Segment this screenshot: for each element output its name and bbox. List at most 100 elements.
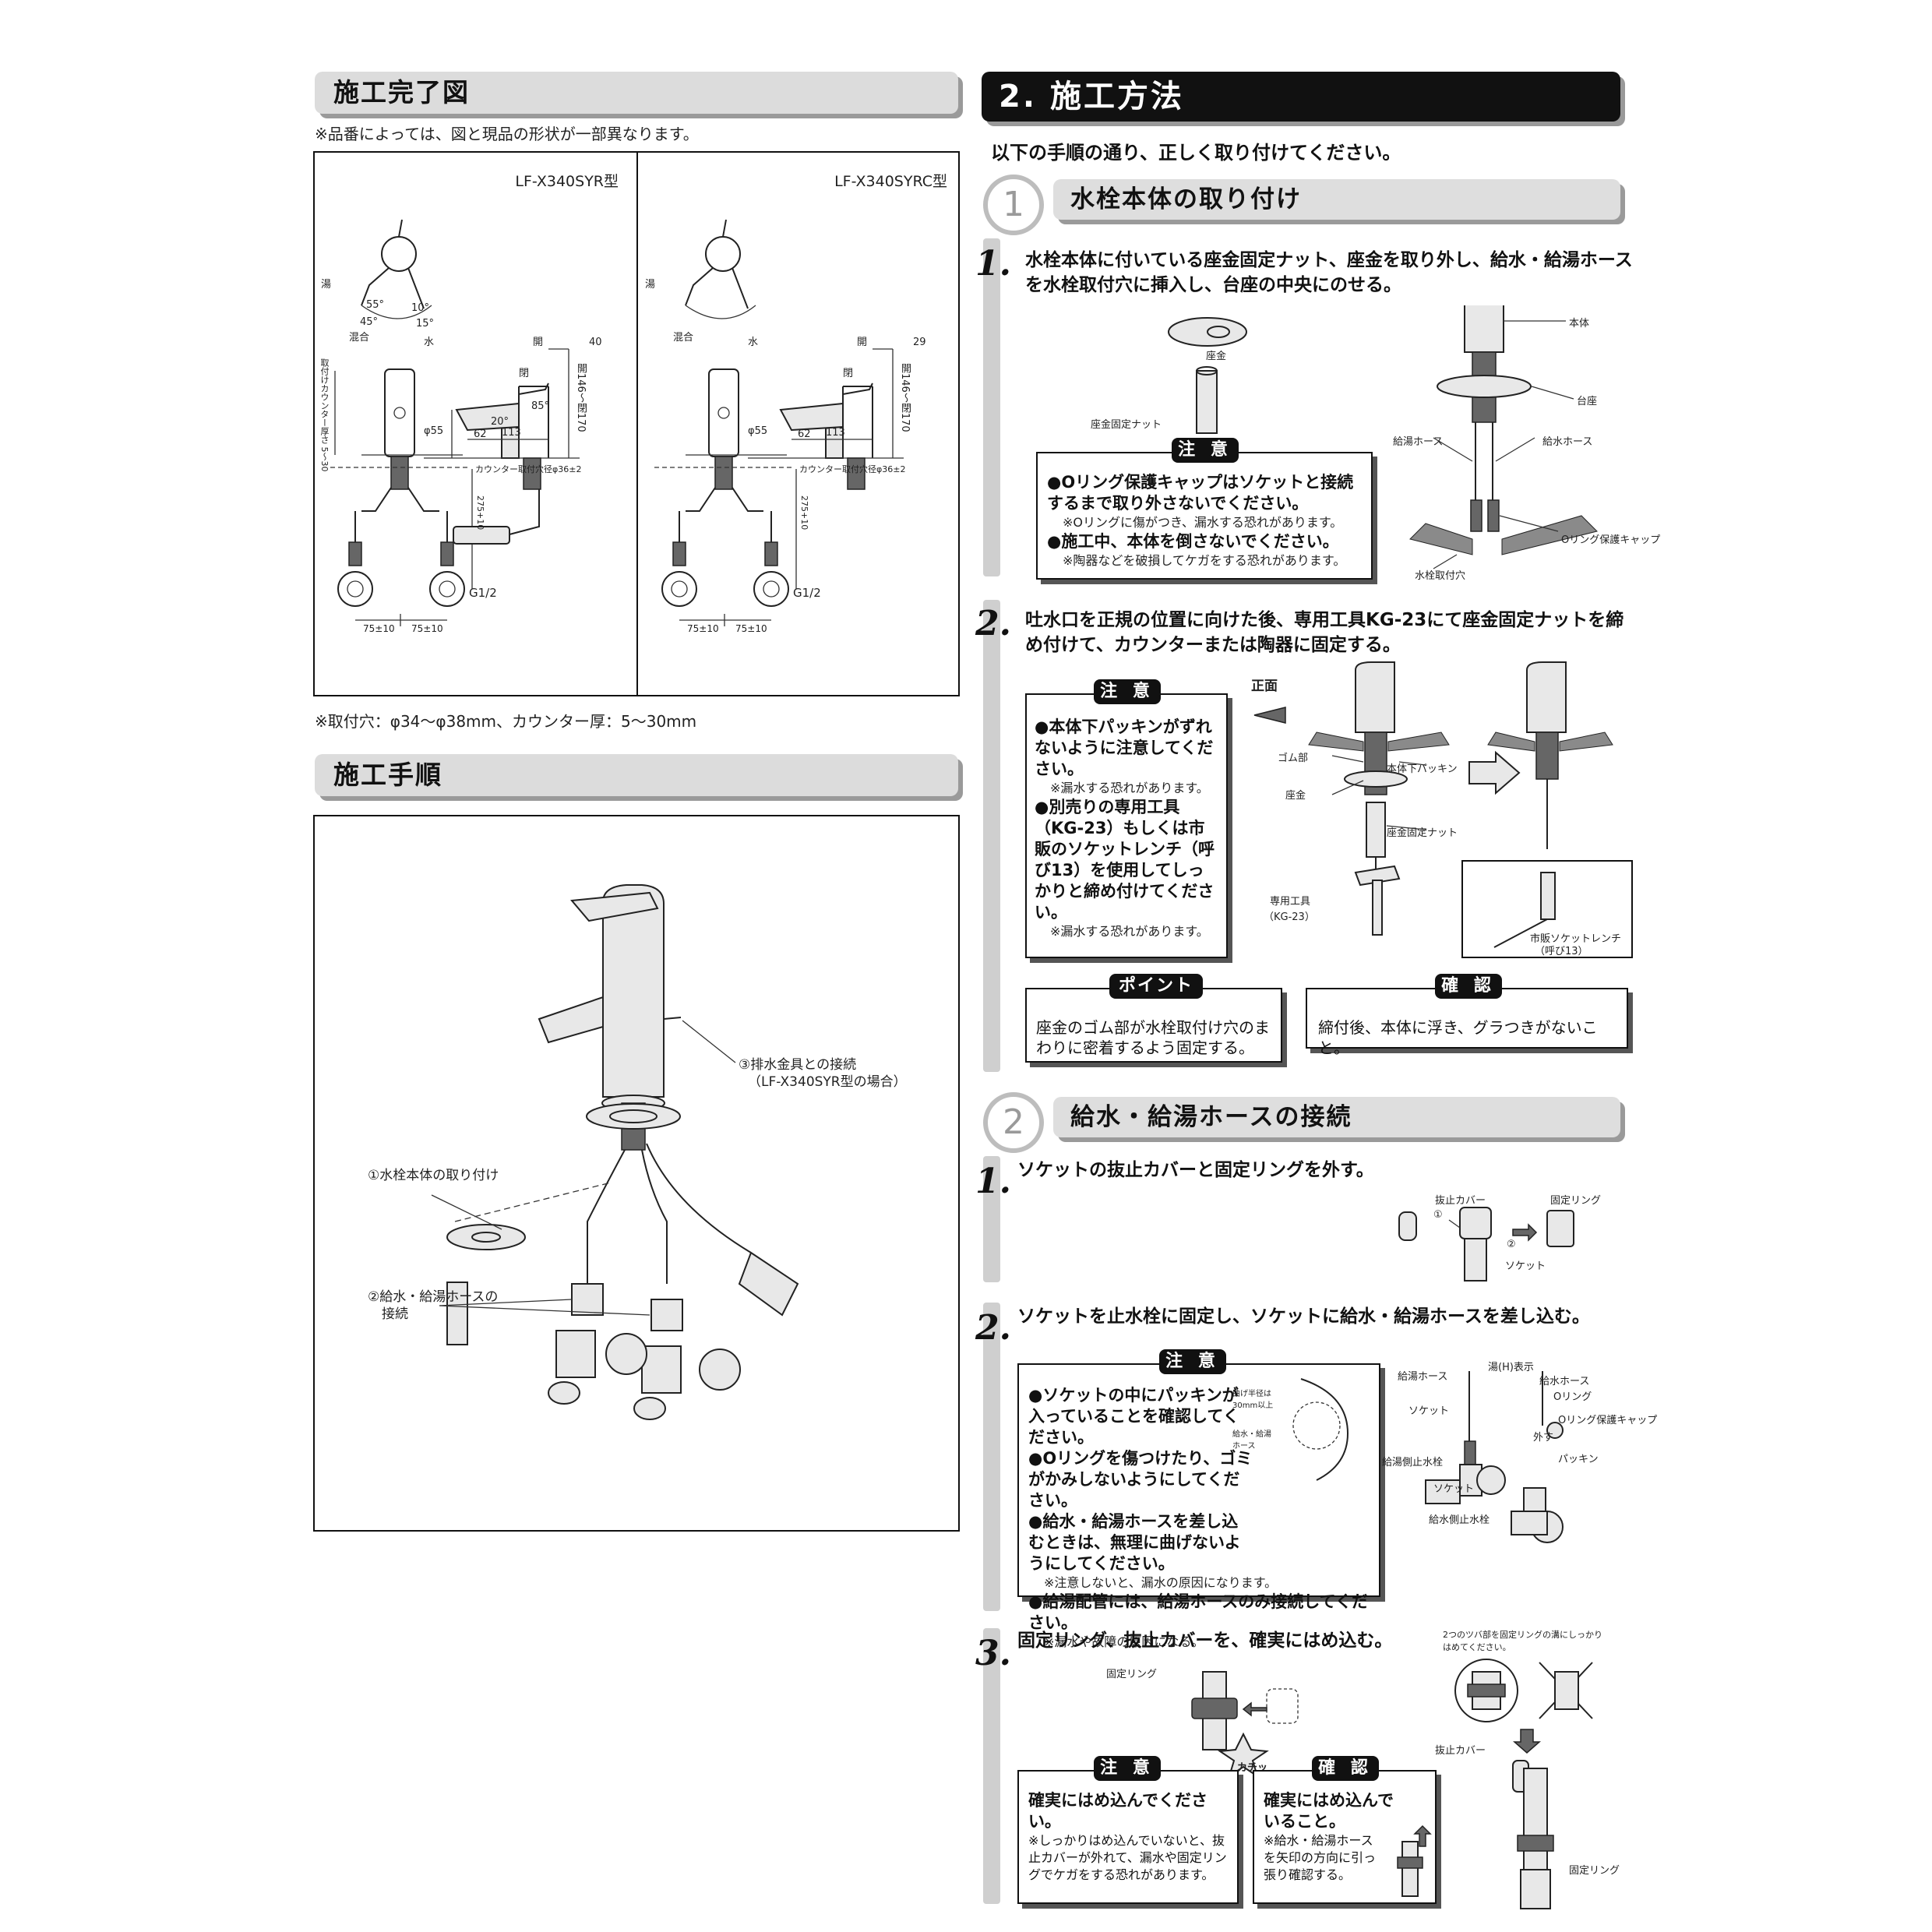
- sec2-bend-diagram: [1292, 1378, 1349, 1481]
- sec1-caution2-title: 注 意: [1094, 679, 1161, 704]
- sec2-step3-text: 固定リング、抜止カバーを、確実にはめ込む。: [1017, 1631, 1393, 1651]
- point-box: 座金のゴム部が水栓取付け穴のまわりに密着するよう固定する。: [1025, 988, 1282, 1063]
- dim-55-a: 55°: [366, 299, 385, 311]
- sec2-step3-check-diagram: [1454, 1659, 1593, 1909]
- completion-drawing: LF-X340SYR型 LF-X340SYRC型: [313, 151, 960, 696]
- sec1-tool-code-label: （KG-23）: [1264, 911, 1315, 923]
- callout-drain: ③排水金具との接続: [739, 1057, 857, 1073]
- sec1-caution1-item1: ●Oリング保護キャップはソケットと接続するまで取り外さないでください。: [1047, 473, 1354, 513]
- sec1-cold-hose-label: 給水ホース: [1542, 436, 1593, 448]
- sec2-check3-title: 確 認: [1312, 1756, 1379, 1781]
- completion-title: 施工完了図: [315, 72, 958, 114]
- sec2-oring-cap-label: Oリング保護キャップ: [1558, 1415, 1658, 1426]
- dim-75-b2: 75±10: [735, 623, 767, 634]
- sec1-nut-label: 座金固定ナット: [1091, 419, 1162, 431]
- wrench-inset: 市販ソケットレンチ （呼び13）: [1461, 860, 1633, 958]
- dim-85-a: 85°: [531, 400, 550, 412]
- sec1-caution1-item2: ●施工中、本体を倒さないでください。: [1047, 532, 1339, 551]
- dim-40: 40: [589, 337, 602, 348]
- sec2-step2-valve-diagram: [1425, 1371, 1564, 1543]
- section1-title: 水栓本体の取り付け: [1053, 179, 1620, 220]
- sec2-caution-item3: ●給水・給湯ホースを差し込むときは、無理に曲げないようにしてください。: [1028, 1512, 1241, 1573]
- sec1-washer2-label: 座金: [1285, 790, 1306, 802]
- exploded-faucet-diagram: [431, 884, 799, 1420]
- sec2-hot-hose-label: 給湯ホース: [1398, 1371, 1448, 1383]
- dim-45-a: 45°: [360, 316, 379, 328]
- procedure-title: 施工手順: [315, 754, 958, 796]
- sec2-cold-hose-label: 給水ホース: [1539, 1376, 1590, 1387]
- sec1-tool-label: 専用工具: [1270, 896, 1311, 908]
- dim-mix-a: 混合: [349, 332, 370, 344]
- sec2-caution3-box: 確実にはめ込んでください。 ※しっかりはめ込んでいないと、抜止カバーが外れて、漏…: [1017, 1770, 1239, 1904]
- check-title: 確 認: [1435, 974, 1502, 999]
- completion-note: ※品番によっては、図と現品の形状が一部異なります。: [315, 125, 699, 143]
- sec2-ring3-label: 固定リング: [1106, 1669, 1158, 1680]
- sec1-packing-label: 本体下パッキン: [1387, 763, 1458, 775]
- hole-note: ※取付穴：φ34〜φ38mm、カウンター厚：5〜30mm: [315, 712, 697, 731]
- sec1-step1-num: 1.: [975, 244, 1011, 284]
- section2-number: 2: [983, 1092, 1044, 1153]
- sec2-bend-note: 曲げ半径は30mm以上: [1232, 1390, 1274, 1410]
- callout-drain-sub: （LF-X340SYR型の場合）: [748, 1074, 907, 1090]
- dim-62-a: 62: [474, 428, 487, 440]
- procedure-drawing: ③排水金具との接続 （LF-X340SYR型の場合） ①水栓本体の取り付け ②給…: [313, 815, 960, 1532]
- dim-20-a: 20°: [491, 416, 509, 428]
- sec1-body-label: 本体: [1569, 318, 1590, 330]
- dim-close-b: 閉: [843, 368, 854, 379]
- sec2-tsuba-note: 2つのツバ部を固定リングの溝にしっかりはめてください。: [1443, 1630, 1602, 1652]
- dim-counter-hole-b: カウンター取付穴径φ36±2: [799, 464, 906, 474]
- dim-75-a1: 75±10: [363, 623, 395, 634]
- sec1-front-label: 正面: [1251, 679, 1278, 694]
- sec1-mount-hole-label: 水栓取付穴: [1415, 570, 1466, 582]
- sec2-caution3-bold: 確実にはめ込んでください。: [1028, 1791, 1208, 1831]
- wrench-size-label: （呼び13）: [1535, 946, 1588, 957]
- sec2-bend-hose: 給水・給湯ホース: [1232, 1430, 1271, 1451]
- sec2-caution-box: ●ソケットの中にパッキンが入っていることを確認してください。 ●Oリングを傷つけ…: [1017, 1363, 1380, 1649]
- dim-cold-a: 水: [424, 337, 435, 348]
- sec2-socket-label-2: ソケット: [1408, 1405, 1450, 1417]
- sec1-caution1-box: ●Oリング保護キャップはソケットと接続するまで取り外さないでください。 ※Oリン…: [1036, 452, 1373, 580]
- sec2-n2-label: ②: [1507, 1239, 1516, 1250]
- socket-wrench-icon: [1493, 872, 1556, 948]
- sec2-check3-sub: ※給水・給湯ホースを矢印の方向に引っ張り確認する。: [1264, 1833, 1377, 1882]
- dim-275-b: 275+10: [799, 495, 809, 531]
- dim-15-a: 15°: [416, 318, 435, 330]
- sec2-step3-num: 3.: [975, 1634, 1011, 1673]
- sec2-check3-box: 確実にはめ込んでいること。 ※給水・給湯ホースを矢印の方向に引っ張り確認する。: [1253, 1770, 1437, 1904]
- sec2-socket-label: ソケット: [1505, 1260, 1546, 1272]
- dim-75-b1: 75±10: [687, 623, 719, 634]
- section2-title: 給水・給湯ホースの接続: [1053, 1097, 1620, 1137]
- section1-bar-2: [983, 600, 1000, 1072]
- point-text: 座金のゴム部が水栓取付け穴のまわりに密着するよう固定する。: [1036, 1018, 1270, 1057]
- model-b-label: LF-X340SYRC型: [834, 173, 947, 190]
- sec1-washer-label: 座金: [1206, 351, 1227, 362]
- sec2-caution3-sub: ※しっかりはめ込んでいないと、抜止カバーが外れて、漏水や固定リングでケガをする恐…: [1028, 1833, 1227, 1882]
- sec2-step2-text: ソケットを止水栓に固定し、ソケットに給水・給湯ホースを差し込む。: [1017, 1306, 1590, 1327]
- sec2-ring3b-label: 固定リング: [1569, 1865, 1620, 1877]
- dim-open-b: 開: [857, 337, 868, 348]
- sec2-hot-mark-label: 湯(H)表示: [1488, 1362, 1534, 1373]
- sec2-n1-label: ①: [1433, 1209, 1443, 1221]
- section1-bar: [983, 238, 1000, 576]
- sec2-packing-label: パッキン: [1558, 1454, 1599, 1465]
- callout-hose-sub: 接続: [382, 1306, 408, 1322]
- sec2-remove-label: 外す: [1533, 1432, 1554, 1444]
- section2-bar-1: [983, 1156, 1000, 1282]
- sec2-step3-ring-diagram: [1191, 1671, 1299, 1779]
- sec2-socket2-label: ソケット: [1433, 1483, 1475, 1495]
- sec1-step2-install-diagram: [1253, 661, 1613, 936]
- dim-75-a2: 75±10: [411, 623, 443, 634]
- callout-body: ①水栓本体の取り付け: [368, 1168, 499, 1183]
- sec2-cover3-label: 抜止カバー: [1435, 1745, 1486, 1757]
- dim-g12-a: G1/2: [469, 586, 497, 600]
- dim-open-a: 開: [533, 337, 544, 348]
- sec2-oring-label: Oリング: [1553, 1391, 1592, 1403]
- point-title: ポイント: [1109, 974, 1203, 999]
- sec2-caution-item3-sub: ※注意しないと、漏水の原因になります。: [1044, 1575, 1278, 1590]
- sec1-step2-text: 吐水口を正規の位置に向けた後、専用工具KG-23にて座金固定ナットを締め付けて、…: [1025, 610, 1624, 655]
- dim-mix-b: 混合: [673, 332, 694, 344]
- dim-10-a: 10°: [411, 302, 430, 314]
- sec1-base-label: 台座: [1577, 396, 1598, 407]
- sec2-step1-num: 1.: [975, 1162, 1011, 1201]
- sec1-caution2-box: ●本体下パッキンがずれないように注意してください。 ※漏水する恐れがあります。 …: [1025, 693, 1228, 958]
